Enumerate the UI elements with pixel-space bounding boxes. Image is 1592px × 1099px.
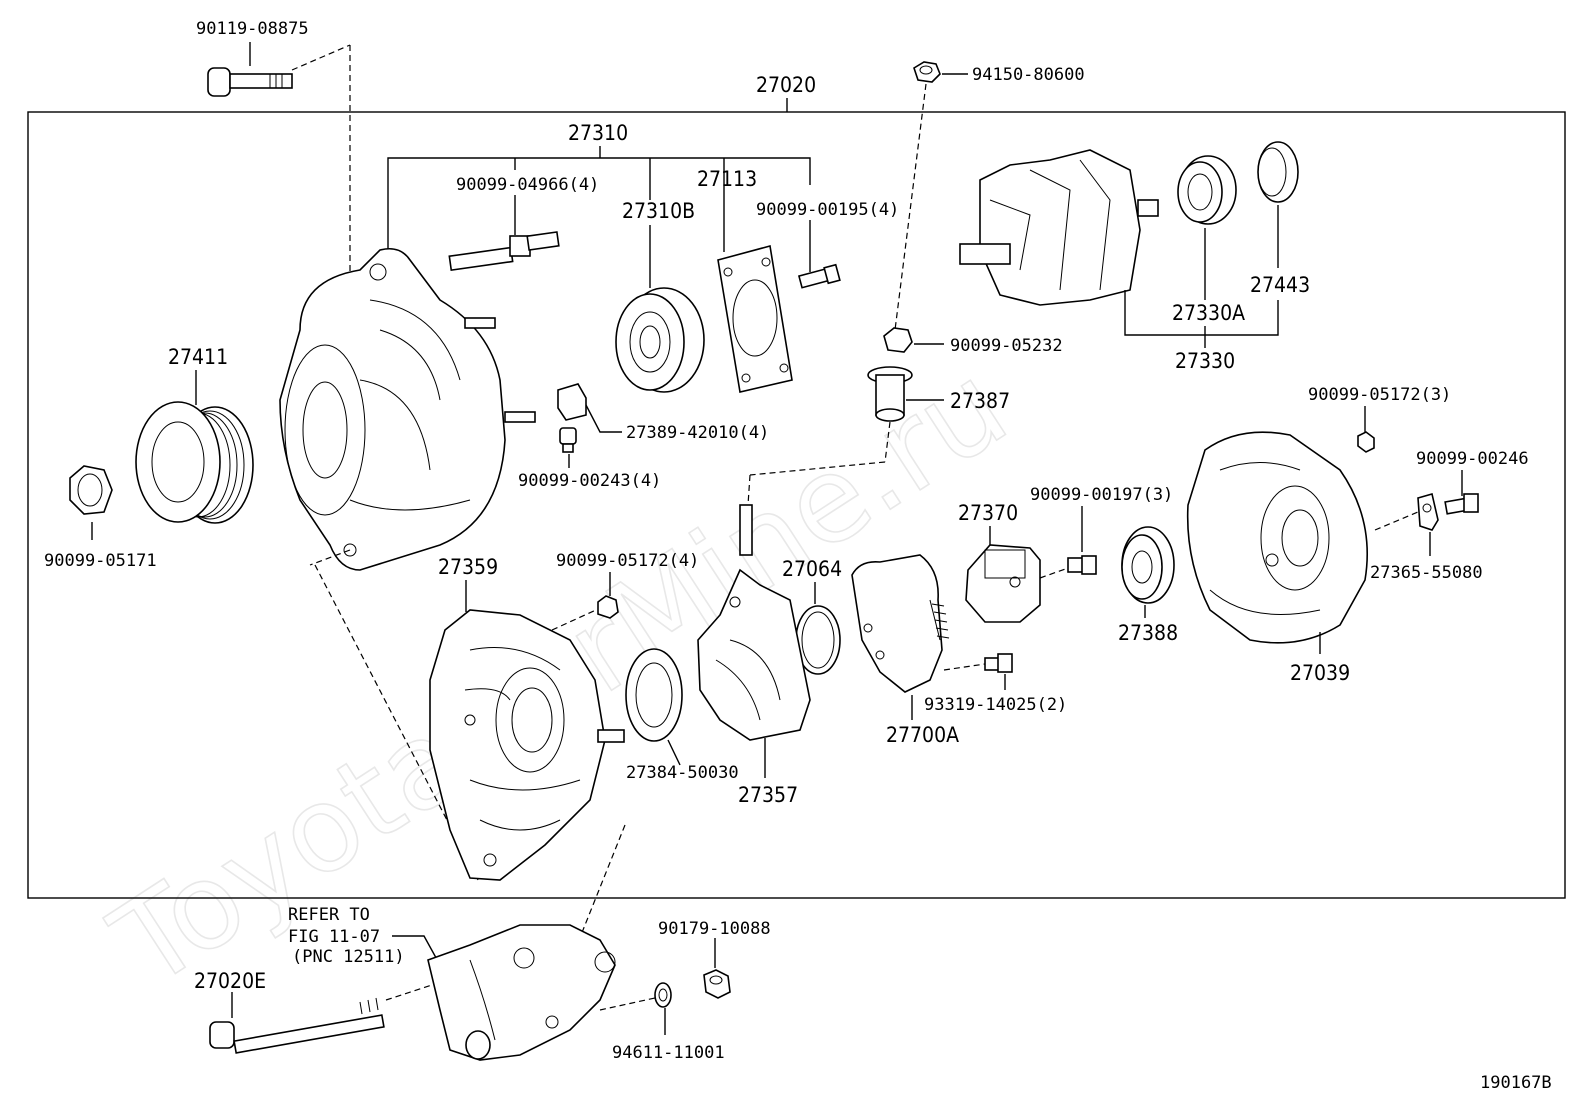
refer-note-line1: REFER TO: [288, 905, 370, 925]
nut-90099-05172-4-drawing[interactable]: [597, 595, 619, 619]
label-90099-00243[interactable]: 90099-00243(4): [518, 471, 661, 491]
housing-27310-drawing[interactable]: [279, 247, 536, 571]
label-27443[interactable]: 27443: [1250, 273, 1310, 297]
label-27330A[interactable]: 27330A: [1172, 301, 1245, 325]
label-27370[interactable]: 27370: [958, 501, 1018, 525]
label-90099-00197[interactable]: 90099-00197(3): [1030, 485, 1173, 505]
rectifier-27357-drawing[interactable]: [697, 504, 811, 741]
nut-90179-10088-drawing[interactable]: [703, 969, 731, 999]
nut-90099-05171-drawing[interactable]: [69, 465, 113, 515]
label-90099-05232[interactable]: 90099-05232: [950, 336, 1063, 356]
regulator-27700A-drawing[interactable]: [851, 554, 950, 693]
assembly-frame: [27, 111, 1566, 899]
label-assembly: 27020: [756, 73, 816, 97]
label-27330[interactable]: 27330: [1175, 349, 1235, 373]
bracket-12511-drawing[interactable]: [427, 924, 616, 1061]
screw-90099-00243-drawing[interactable]: [559, 427, 577, 453]
label-90099-05172-4[interactable]: 90099-05172(4): [556, 551, 699, 571]
washer-27384-50030-drawing[interactable]: [625, 648, 683, 742]
nut-90099-05232-drawing[interactable]: [883, 327, 913, 353]
label-27310B[interactable]: 27310B: [622, 199, 695, 223]
terminal-27389-42010-drawing[interactable]: [557, 383, 587, 421]
stud-90099-04966-drawing[interactable]: [448, 231, 560, 272]
refer-note-line3: (PNC 12511): [292, 947, 405, 967]
seal-27388-drawing[interactable]: [1121, 526, 1175, 604]
label-27411[interactable]: 27411: [168, 345, 228, 369]
bolt-90119-08875-drawing[interactable]: [207, 67, 293, 97]
rotor-27330-drawing[interactable]: [959, 149, 1159, 306]
label-27387[interactable]: 27387: [950, 389, 1010, 413]
frame-27359-drawing[interactable]: [429, 609, 625, 881]
label-90099-05171[interactable]: 90099-05171: [44, 551, 157, 571]
plate-27113-drawing[interactable]: [717, 244, 793, 393]
label-27365-55080[interactable]: 27365-55080: [1370, 563, 1483, 583]
label-27359[interactable]: 27359: [438, 555, 498, 579]
washer-94611-11001-drawing[interactable]: [654, 982, 672, 1008]
label-27020E[interactable]: 27020E: [194, 969, 266, 993]
plate-27365-55080-drawing[interactable]: [1417, 492, 1439, 531]
screw-90099-00246-drawing[interactable]: [1444, 493, 1479, 515]
label-27389-42010[interactable]: 27389-42010(4): [626, 423, 769, 443]
label-90179-10088[interactable]: 90179-10088: [658, 919, 771, 939]
label-90099-00246[interactable]: 90099-00246: [1416, 449, 1529, 469]
figure-code: 190167B: [1480, 1073, 1552, 1093]
cover-27039-drawing[interactable]: [1186, 431, 1368, 644]
nut-94150-80600-drawing[interactable]: [913, 61, 941, 83]
screw-93319-14025-drawing[interactable]: [984, 653, 1013, 673]
screw-90099-00195-drawing[interactable]: [797, 263, 841, 289]
label-27113[interactable]: 27113: [697, 167, 757, 191]
insulator-27387-drawing[interactable]: [867, 366, 913, 422]
bolt-27020E-drawing[interactable]: [209, 997, 385, 1054]
bearing-27330A-drawing[interactable]: [1177, 155, 1237, 225]
label-27310[interactable]: 27310: [568, 121, 628, 145]
nut-90099-05172-3-drawing[interactable]: [1357, 431, 1375, 453]
label-90099-05172-3[interactable]: 90099-05172(3): [1308, 385, 1451, 405]
label-27064[interactable]: 27064: [782, 557, 842, 581]
cover-27443-drawing[interactable]: [1257, 141, 1299, 203]
label-90119-08875[interactable]: 90119-08875: [196, 19, 309, 39]
bearing-27310B-drawing[interactable]: [615, 287, 705, 393]
label-27388[interactable]: 27388: [1118, 621, 1178, 645]
label-27700A[interactable]: 27700A: [886, 723, 959, 747]
label-93319-14025[interactable]: 93319-14025(2): [924, 695, 1067, 715]
brush-holder-27370-drawing[interactable]: [965, 544, 1041, 623]
label-27039[interactable]: 27039: [1290, 661, 1350, 685]
label-90099-00195[interactable]: 90099-00195(4): [756, 200, 899, 220]
pulley-27411-drawing[interactable]: [135, 401, 254, 524]
refer-note-line2[interactable]: FIG 11-07: [288, 927, 380, 947]
screw-90099-00197-drawing[interactable]: [1067, 555, 1097, 575]
label-94150-80600[interactable]: 94150-80600: [972, 65, 1085, 85]
label-90099-04966[interactable]: 90099-04966(4): [456, 175, 599, 195]
label-27384-50030[interactable]: 27384-50030: [626, 763, 739, 783]
label-94611-11001[interactable]: 94611-11001: [612, 1043, 725, 1063]
label-27357[interactable]: 27357: [738, 783, 798, 807]
